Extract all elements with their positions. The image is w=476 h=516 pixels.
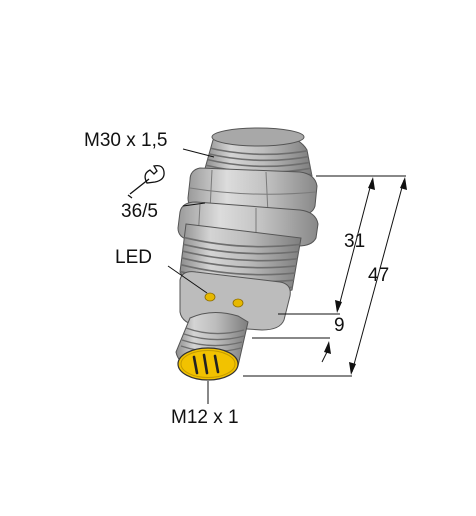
dimension-arrows <box>324 177 407 375</box>
leader-lines <box>167 148 215 404</box>
dim-line-47 <box>351 179 405 373</box>
connector-pins <box>192 353 220 375</box>
wrench-icon <box>127 164 165 199</box>
dim-line-31 <box>337 179 373 311</box>
thread-leader <box>182 148 215 158</box>
led-label: LED <box>115 247 152 268</box>
thread-size-label: M30 x 1,5 <box>84 130 168 151</box>
dimension-31-label: 31 <box>344 231 366 252</box>
arrow-31-bottom <box>335 300 342 313</box>
connector-face <box>177 347 239 381</box>
arrow-31-top <box>368 177 375 190</box>
arrow-9 <box>324 341 331 354</box>
led-right <box>232 298 244 308</box>
arrow-47-bottom <box>349 362 356 375</box>
dim-line-9 <box>321 351 328 363</box>
sensor-top-face <box>211 127 305 147</box>
dimension-9-label: 9 <box>334 315 345 336</box>
wrench-leader <box>182 202 206 207</box>
wrench-size-label: 36/5 <box>121 201 158 222</box>
dimension-lines <box>243 175 406 377</box>
dimension-47-label: 47 <box>368 265 390 286</box>
led-left <box>204 292 216 302</box>
connector-thread-label: M12 x 1 <box>171 407 239 428</box>
led-leader <box>167 265 208 294</box>
sensor-body <box>175 127 319 381</box>
arrow-47-top <box>400 177 407 190</box>
